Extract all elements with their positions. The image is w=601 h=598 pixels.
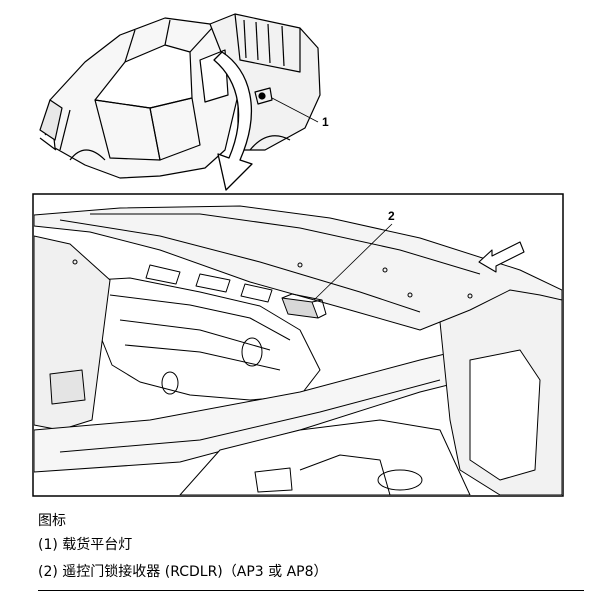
legend-item-rcdlr: (2) 遥控门锁接收器 (RCDLR)（AP3 或 AP8）	[38, 564, 328, 580]
detail-view	[34, 205, 562, 495]
truck-overview	[39, 13, 321, 179]
zoom-arrow-icon	[213, 51, 253, 191]
forward-arrow-icon	[478, 241, 525, 273]
legend-item-bed-lamp: (1) 载货平台灯	[38, 537, 133, 553]
callout-1: 1	[322, 115, 329, 129]
rcdlr-receiver	[281, 293, 327, 319]
vehicle-diagram: 1	[32, 13, 564, 497]
legend: 图标 (1) 载货平台灯 (2) 遥控门锁接收器 (RCDLR)（AP3 或 A…	[38, 512, 578, 590]
callout-2: 2	[388, 209, 395, 223]
legend-title: 图标	[38, 513, 66, 529]
bottom-divider	[38, 590, 584, 591]
